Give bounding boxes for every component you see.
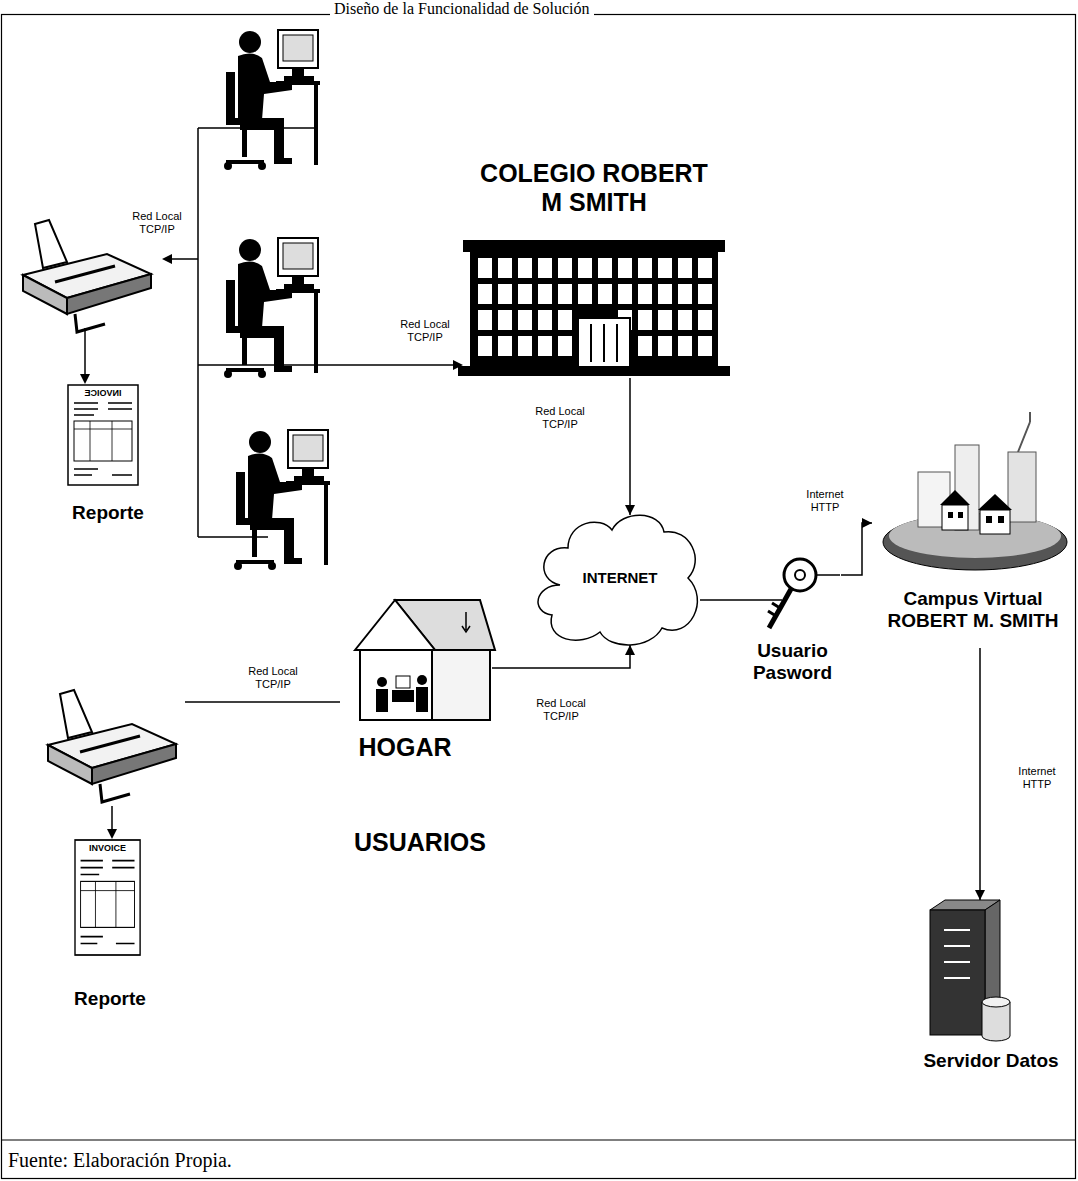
building-door bbox=[578, 318, 630, 367]
school-building-icon bbox=[458, 240, 730, 376]
arrow-head bbox=[975, 890, 985, 900]
person-body bbox=[416, 687, 428, 712]
house-roof bbox=[940, 490, 970, 505]
server-drive-slots bbox=[944, 930, 970, 978]
report-node: INVOICE Reporte bbox=[58, 385, 159, 530]
home-monitor bbox=[396, 676, 410, 688]
arrow-head bbox=[80, 374, 90, 384]
node-text: INVOICE bbox=[68, 388, 138, 398]
key-hole bbox=[795, 570, 805, 580]
arrow-head bbox=[625, 505, 635, 515]
virtual-campus-node: Campus Virtual ROBERT M. SMITH bbox=[872, 420, 1075, 648]
connector bbox=[629, 378, 631, 515]
house-roof bbox=[978, 494, 1012, 510]
printer-icon bbox=[48, 690, 176, 802]
node-text: Reporte bbox=[55, 988, 165, 1010]
building-body bbox=[470, 250, 718, 367]
school-link-line bbox=[198, 364, 455, 366]
school-node: COLEGIO ROBERT M SMITH bbox=[463, 155, 725, 378]
connector bbox=[841, 523, 872, 575]
caption-divider bbox=[2, 1139, 1076, 1140]
worker-icon bbox=[224, 30, 320, 170]
house-wall bbox=[432, 650, 490, 720]
login-key-node: Usuario Pasword bbox=[745, 552, 841, 695]
home-house-icon bbox=[355, 600, 495, 720]
report-document-icon bbox=[75, 840, 140, 955]
home-node: HOGAR bbox=[340, 595, 492, 770]
edge-label: Internet HTTP bbox=[800, 488, 850, 513]
node-text: INTERNET bbox=[550, 569, 690, 586]
house-windows bbox=[948, 512, 1004, 523]
key-ring bbox=[784, 559, 816, 591]
link-label: Red Local TCP/IP bbox=[238, 665, 308, 690]
person-body bbox=[376, 689, 388, 712]
group-label: USUARIOS bbox=[330, 828, 510, 857]
key-stub-line bbox=[816, 574, 840, 576]
data-server-icon bbox=[930, 900, 1010, 1041]
key-stub-line bbox=[745, 599, 782, 601]
worker-icon bbox=[224, 238, 320, 378]
house-wall bbox=[980, 510, 1010, 534]
internet-cloud-node: INTERNET bbox=[540, 515, 700, 645]
report-document-icon bbox=[68, 385, 138, 485]
figure-caption: Fuente: Elaboración Propia. bbox=[8, 1149, 232, 1172]
arrow-head bbox=[862, 518, 872, 528]
node-text: Reporte bbox=[58, 502, 158, 524]
key-teeth bbox=[768, 603, 780, 616]
connector bbox=[700, 599, 745, 601]
chimney-arrow bbox=[462, 612, 470, 632]
data-server-node: Servidor Datos bbox=[912, 900, 1071, 1077]
node-text: Usuario Pasword bbox=[745, 640, 840, 684]
worker-icon bbox=[234, 430, 330, 570]
house-wall bbox=[360, 650, 432, 720]
edge-label: Red Local TCP/IP bbox=[525, 405, 595, 430]
home-printer-line bbox=[185, 701, 340, 703]
house-gable bbox=[355, 600, 435, 650]
print-arrow-line bbox=[111, 806, 113, 830]
key-icon bbox=[745, 559, 840, 628]
home-desk bbox=[392, 690, 414, 702]
arrow-head bbox=[107, 829, 117, 839]
report-node: INVOICE Reporte bbox=[55, 840, 166, 1015]
antenna bbox=[1018, 412, 1030, 452]
link-label: Red Local TCP/IP bbox=[122, 210, 192, 235]
node-text: COLEGIO ROBERT M SMITH bbox=[474, 159, 714, 217]
person-head bbox=[417, 675, 427, 685]
server-front bbox=[930, 910, 985, 1035]
node-text: Servidor Datos bbox=[912, 1050, 1070, 1072]
figure-frame bbox=[2, 15, 1076, 1179]
printer-link-line bbox=[170, 258, 198, 260]
link-label: Red Local TCP/IP bbox=[390, 318, 460, 343]
campus-tower bbox=[1008, 452, 1036, 522]
printer-icon bbox=[23, 220, 151, 332]
door-panels bbox=[591, 324, 617, 362]
house-wall bbox=[942, 505, 968, 530]
database-cylinder bbox=[982, 1002, 1010, 1041]
node-text: INVOICE bbox=[75, 843, 140, 853]
print-arrow-line bbox=[84, 328, 86, 376]
edge-label: Internet HTTP bbox=[1012, 765, 1062, 790]
virtual-campus-icon bbox=[883, 412, 1067, 570]
person-head bbox=[377, 677, 387, 687]
node-text: Campus Virtual ROBERT M. SMITH bbox=[872, 588, 1074, 632]
connector bbox=[979, 648, 981, 900]
connector bbox=[492, 645, 630, 668]
key-shaft bbox=[769, 589, 791, 628]
edge-label: Red Local TCP/IP bbox=[526, 697, 596, 722]
internet-cloud-icon bbox=[538, 515, 697, 645]
arrow-head bbox=[162, 254, 172, 264]
building-base bbox=[458, 366, 730, 376]
arrow-head bbox=[625, 645, 635, 655]
database-top bbox=[982, 997, 1010, 1007]
figure-title: Diseño de la Funcionalidad de Solución bbox=[330, 0, 594, 18]
node-text: HOGAR bbox=[350, 733, 460, 762]
